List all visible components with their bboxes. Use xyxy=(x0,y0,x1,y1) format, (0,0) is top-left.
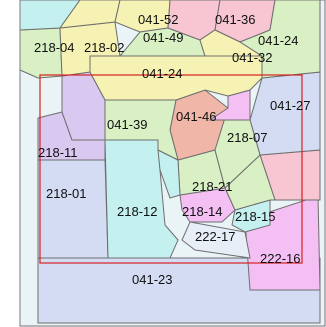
label-218-12: 218-12 xyxy=(117,204,157,219)
label-218-21: 218-21 xyxy=(192,179,232,194)
label-218-07: 218-07 xyxy=(227,130,267,145)
parcel-222-17[interactable] xyxy=(181,221,251,259)
label-222-17: 222-17 xyxy=(195,229,235,244)
parcel-041-32[interactable] xyxy=(199,29,264,57)
map-border xyxy=(19,0,326,327)
label-041-39: 041-39 xyxy=(107,117,147,132)
parcel-041-24-topright[interactable] xyxy=(238,0,321,79)
parcel-218-01[interactable] xyxy=(37,159,109,259)
label-041-23: 041-23 xyxy=(132,272,172,287)
label-041-27: 041-27 xyxy=(270,98,310,113)
label-218-11: 218-11 xyxy=(38,145,78,160)
parcel-041-39[interactable] xyxy=(104,99,179,161)
label-222-16: 222-16 xyxy=(260,251,300,266)
label-041-46: 041-46 xyxy=(176,109,216,124)
selection-frame xyxy=(39,74,303,264)
label-041-24-topright: 041-24 xyxy=(258,33,298,48)
label-218-01: 218-01 xyxy=(46,186,86,201)
label-218-02: 218-02 xyxy=(84,40,124,55)
label-218-15: 218-15 xyxy=(235,209,275,224)
label-041-36: 041-36 xyxy=(215,12,255,27)
label-218-14: 218-14 xyxy=(182,204,222,219)
label-041-49: 041-49 xyxy=(143,30,183,45)
label-041-24-band: 041-24 xyxy=(142,66,182,81)
label-041-52: 041-52 xyxy=(138,12,178,27)
label-041-32: 041-32 xyxy=(232,50,272,65)
label-218-04: 218-04 xyxy=(34,40,74,55)
